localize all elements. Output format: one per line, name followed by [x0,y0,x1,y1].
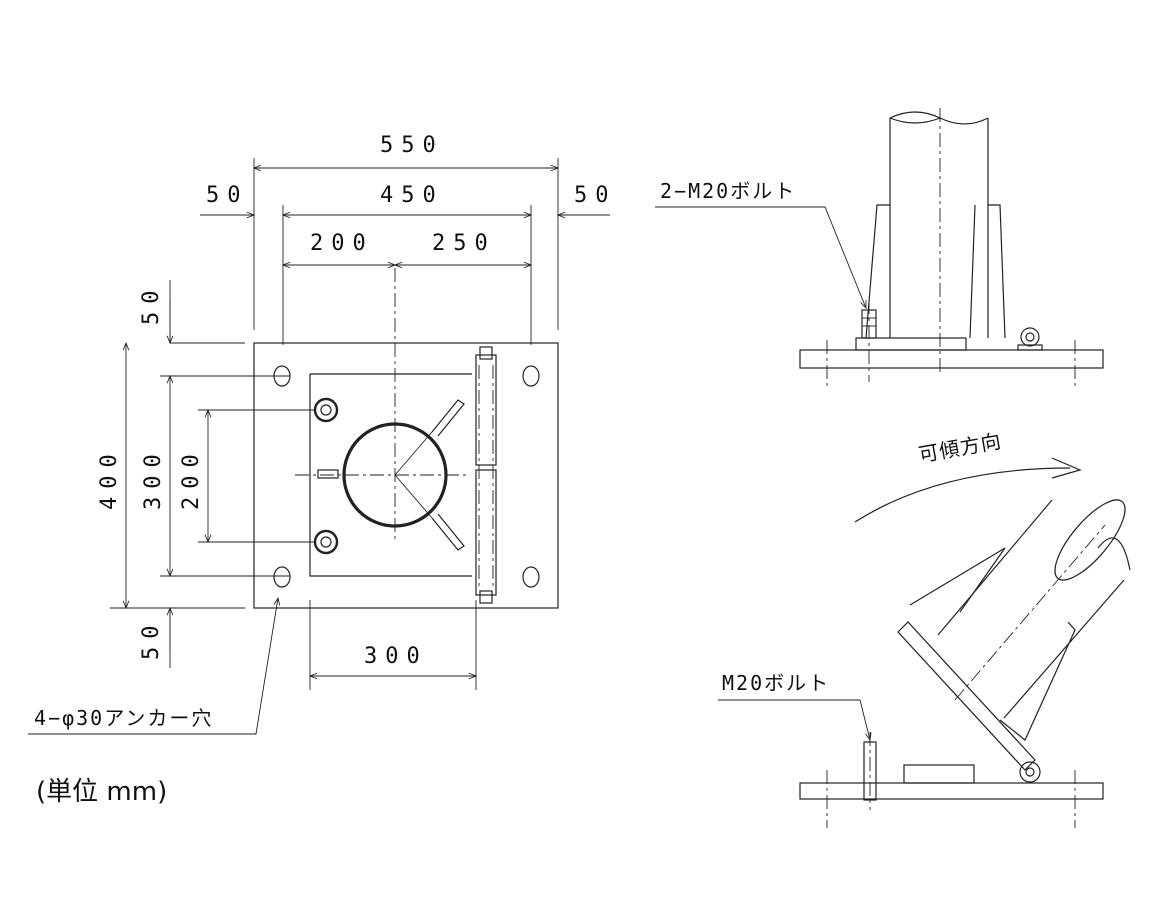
inner-plate [309,373,472,577]
label-bolt-top: 2−M20ボルト [660,179,796,203]
dim-right-50: 50 [574,183,617,208]
tilt-arrow [854,467,1071,523]
label-tilt-direction: 可傾方向 [917,429,1004,467]
dim-top-50: 50 [139,283,164,326]
gusset [431,399,465,551]
gusset-left [865,204,890,339]
dim-450: 450 [380,183,444,208]
dim-left-50: 50 [206,183,249,208]
hinge-knob [1020,327,1040,347]
dim-bottom-50: 50 [139,618,164,661]
dim-200-vertical: 200 [179,446,204,510]
hinge [475,346,497,604]
gusset-right [969,204,1006,339]
tilted-plate [897,621,1036,771]
anchor-hole [273,365,540,588]
dim-200: 200 [310,231,374,256]
side-view-upright: 2−M20ボルト [655,108,1104,390]
side-view-tilted: 可傾方向 M20ボルト [718,429,1131,828]
dim-400: 400 [97,446,122,510]
dim-300-vertical: 300 [141,446,166,510]
bolt-nut [313,397,339,555]
pipe [889,118,989,338]
dimension-lines [126,168,610,676]
label-anchor-holes: 4−φ30アンカー穴 [34,706,213,730]
label-unit: (単位 mm) [36,777,167,807]
side-base-plate [799,349,1104,369]
dim-300-bottom: 300 [364,644,428,669]
base-plate [253,342,559,609]
plan-view: 550 50 450 50 200 250 50 400 300 200 50 … [28,133,617,807]
dim-550: 550 [380,133,444,158]
tilted-pipe [937,499,1125,719]
tilted-base-plate [799,782,1104,800]
dim-250: 250 [432,231,496,256]
tilted-hinge-knob [1019,761,1041,783]
label-bolt-bottom: M20ボルト [722,671,830,695]
